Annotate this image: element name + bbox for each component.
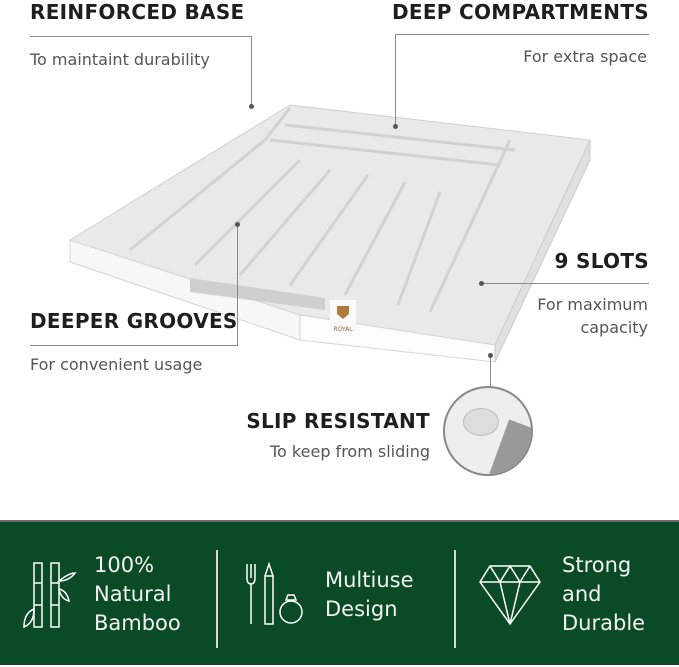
slip-pad-detail <box>443 386 533 476</box>
feature-line: Natural <box>94 582 172 606</box>
feature-line: and <box>562 582 602 606</box>
utensils-icon <box>246 561 303 625</box>
feature-line: Multiuse <box>325 567 414 592</box>
callout-title: SLIP RESISTANT <box>246 409 430 433</box>
diamond-icon <box>479 564 541 625</box>
drawer-organizer-image: ROYAL <box>68 104 591 363</box>
feature-line: Durable <box>562 611 646 635</box>
feature-line: 100% <box>94 553 155 577</box>
feature-natural-bamboo: 100% Natural Bamboo <box>22 522 181 667</box>
callout-subtitle: To keep from sliding <box>270 442 430 461</box>
feature-multiuse-design: Multiuse Design <box>245 522 414 667</box>
callout-subtitle: For extra space <box>523 47 647 66</box>
callout-title: DEEP COMPARTMENTS <box>391 0 649 24</box>
callout-subtitle: To maintaint durability <box>30 50 210 69</box>
callout-subtitle: For convenient usage <box>30 355 203 374</box>
feature-line: Strong <box>562 553 632 577</box>
feature-line: Design <box>325 596 398 621</box>
bamboo-icon <box>23 561 77 628</box>
callout-title: 9 SLOTS <box>554 249 649 273</box>
callout-title: DEEPER GROOVES <box>30 309 238 333</box>
callout-subtitle: For maximum capacity <box>537 295 648 337</box>
features-band: 100% Natural Bamboo Multiuse Design Stro… <box>0 520 679 665</box>
feature-line: Bamboo <box>94 611 181 635</box>
callout-title: REINFORCED BASE <box>30 0 245 24</box>
feature-strong-durable: Strong and Durable <box>478 522 645 667</box>
logo-text: ROYAL <box>333 326 353 333</box>
